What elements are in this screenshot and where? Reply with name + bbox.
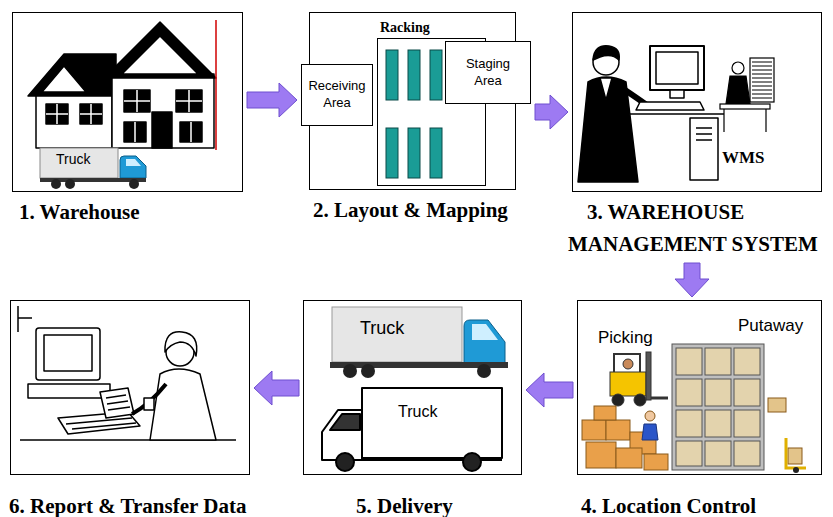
storage-shelf <box>672 344 764 470</box>
truck-label: Truck <box>360 318 404 339</box>
truck-illustration <box>330 307 508 378</box>
flow-arrow <box>247 83 297 117</box>
truck-label: Truck <box>398 402 437 421</box>
house-illustration <box>28 22 216 148</box>
forklift-icon <box>610 352 668 406</box>
staging-box: Staging Area <box>445 41 531 104</box>
truck-label: Truck <box>56 151 90 167</box>
flow-arrow <box>675 263 709 297</box>
panel-caption: 1. Warehouse <box>19 196 140 228</box>
operator-illustration <box>578 46 724 182</box>
flow-arrow <box>526 373 573 407</box>
panel-caption: 6. Report & Transfer Data <box>9 490 246 517</box>
panel-caption: 5. Delivery <box>356 490 453 517</box>
delivery-panel: 5. Delivery <box>303 300 522 475</box>
activity-label: Picking <box>598 328 653 348</box>
panel-caption: 3. WAREHOUSE MANAGEMENT SYSTEM <box>568 196 826 260</box>
flow-arrow <box>254 371 299 405</box>
panel-caption: 2. Layout & Mapping <box>313 194 508 226</box>
panel-caption: 4. Location Control <box>581 490 756 517</box>
area-text: Receiving Area <box>306 78 368 112</box>
van-illustration <box>322 388 502 471</box>
truck-icon <box>40 148 146 189</box>
office-worker-illustration <box>18 306 236 440</box>
box-pile <box>582 406 668 470</box>
racking-heading: Racking <box>380 19 430 37</box>
hand-truck-icon <box>768 398 806 473</box>
area-text: Staging Area <box>457 56 519 90</box>
edge-line <box>215 20 217 150</box>
system-label: WMS <box>722 148 765 168</box>
flow-arrow <box>535 95 568 129</box>
warehouse-panel: 1. Warehouse <box>12 12 243 192</box>
receiving-box: Receiving Area <box>301 64 373 126</box>
rack-bays <box>386 50 442 178</box>
report-panel: 6. Report & Transfer Data <box>10 300 250 475</box>
wms-panel: 3. WAREHOUSE MANAGEMENT SYSTEM <box>572 12 822 192</box>
layout-panel: 2. Layout & MappingRackingReceiving Area… <box>309 12 516 190</box>
wms-icon <box>720 58 774 132</box>
activity-label: Putaway <box>738 316 803 336</box>
